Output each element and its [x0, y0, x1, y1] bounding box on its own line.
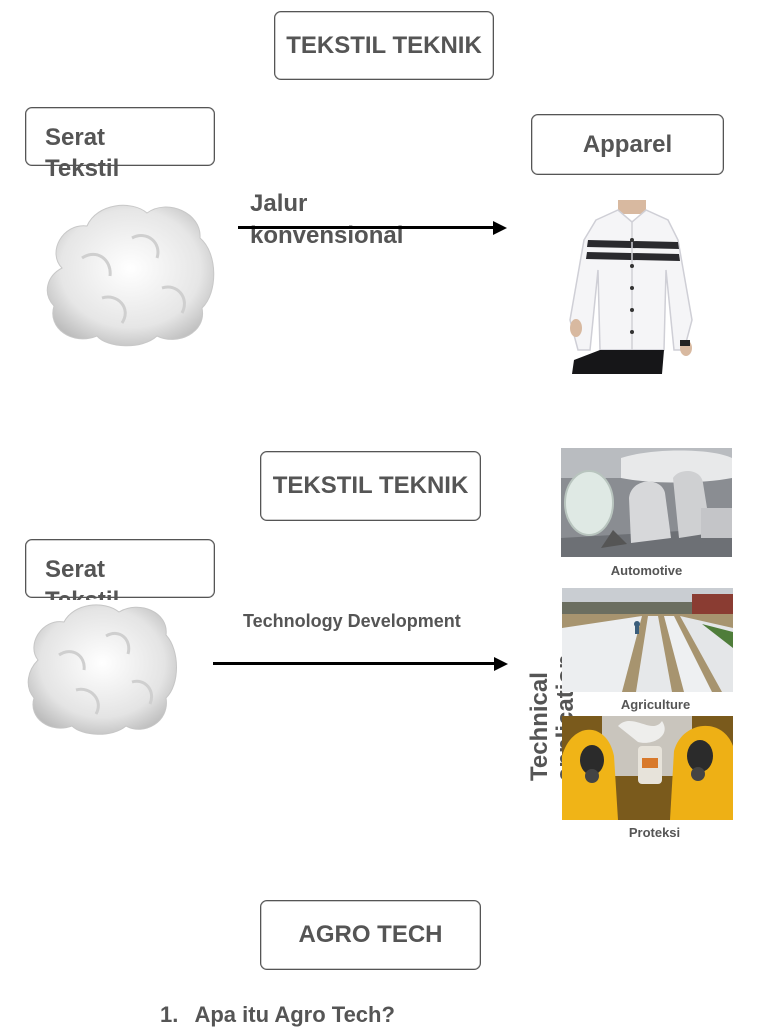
- section3-title-box: AGRO TECH: [260, 900, 481, 970]
- section2-title-box: TEKSTIL TEKNIK: [260, 451, 481, 521]
- agriculture-caption: Agriculture: [620, 697, 691, 712]
- section3-title: AGRO TECH: [298, 921, 443, 948]
- technical-label-line1: Technical: [526, 672, 553, 781]
- section2-title: TEKSTIL TEKNIK: [272, 472, 469, 499]
- section1-arrow-head: [493, 220, 507, 235]
- automotive-caption: Automotive: [610, 563, 683, 578]
- section1-source-box: Serat Tekstil: [25, 107, 215, 182]
- section1-target-label: Apparel: [582, 130, 673, 158]
- section1-title-box: TEKSTIL TEKNIK: [274, 11, 494, 80]
- agriculture-field-image: [562, 588, 733, 692]
- list-item-text: Apa itu Agro Tech?: [194, 1002, 395, 1027]
- section2-arrow-line: [213, 662, 495, 665]
- section1-source-label: Serat Tekstil: [45, 124, 120, 182]
- section1-target-box: Apparel: [531, 114, 724, 175]
- protection-caption: Proteksi: [628, 825, 681, 840]
- section2-source-box: Serat Tekstil: [25, 539, 215, 614]
- cotton-fiber-image: [42, 198, 218, 348]
- section1-title: TEKSTIL TEKNIK: [286, 31, 482, 59]
- list-item-number: 1.: [160, 1002, 179, 1027]
- section2-arrow-head: [494, 656, 508, 671]
- automotive-airbag-image: [561, 448, 732, 557]
- protection-hazmat-image: [562, 716, 733, 820]
- section1-arrow-line: [238, 226, 494, 229]
- apparel-shirt-image: [566, 200, 696, 374]
- section1-path-label: Jalur konvensional: [250, 190, 404, 249]
- agro-tech-question-item: 1. Apa itu Agro Tech?: [160, 1001, 395, 1029]
- section2-path-label: Technology Development: [243, 611, 461, 631]
- cotton-fiber-image: [24, 600, 180, 738]
